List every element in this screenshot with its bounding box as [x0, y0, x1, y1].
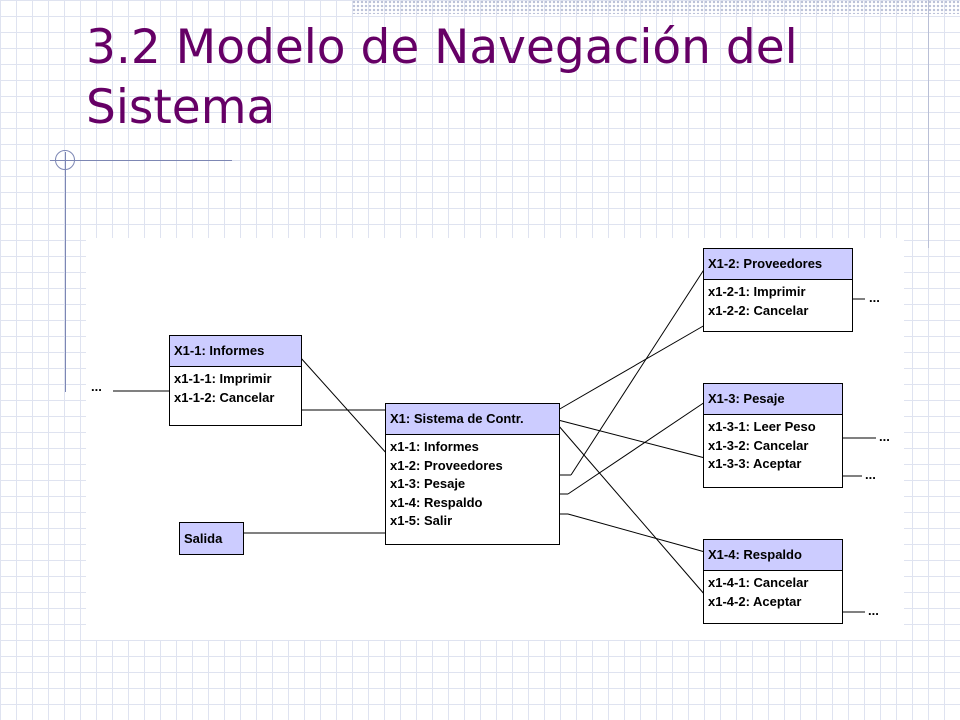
node-salida: Salida: [179, 522, 244, 555]
link-sistema-to-x1-3-2: [557, 419, 706, 459]
slide-title-line-2: Sistema: [86, 80, 276, 135]
node-proveedores: X1-2: Proveedores x1-2-1: Imprimir x1-2-…: [703, 248, 853, 332]
link-proveedores-to-x1-2-head: [570, 267, 706, 476]
decorative-right-line: [928, 0, 929, 248]
node-sistema-item-1: x1-1: Informes: [390, 439, 479, 454]
link-sistema-to-x1-2-2: [557, 324, 706, 411]
decorative-vertical-line: [65, 152, 66, 392]
node-respaldo: X1-4: Respaldo x1-4-1: Cancelar x1-4-2: …: [703, 539, 843, 624]
node-informes-item-2: x1-1-2: Cancelar: [174, 389, 275, 405]
node-pesaje-title: X1-3: Pesaje: [704, 384, 842, 415]
slide-title-line-1: 3.2 Modelo de Navegación del: [86, 20, 798, 75]
node-pesaje-item-3: x1-3-3: Aceptar: [708, 456, 802, 471]
node-pesaje-item-2: x1-3-2: Cancelar: [708, 437, 809, 453]
node-sistema-item-4: x1-4: Respaldo: [390, 494, 483, 510]
node-sistema-item-2: x1-2: Proveedores: [390, 457, 503, 473]
node-informes: X1-1: Informes x1-1-1: Imprimir x1-1-2: …: [169, 335, 302, 426]
node-proveedores-title: X1-2: Proveedores: [704, 249, 852, 280]
link-pesaje-to-x1-3-head: [567, 401, 706, 495]
node-respaldo-item-2: x1-4-2: Aceptar: [708, 593, 802, 609]
decorative-ring: [55, 150, 75, 170]
node-sistema-title: X1: Sistema de Contr.: [386, 404, 559, 435]
node-proveedores-item-1: x1-2-1: Imprimir: [708, 284, 806, 299]
node-sistema: X1: Sistema de Contr. x1-1: Informes x1-…: [385, 403, 560, 545]
node-informes-title: X1-1: Informes: [170, 336, 301, 367]
link-sistema-to-x1-4-1: [557, 424, 706, 596]
ellipsis-x1-3-3: ...: [865, 467, 876, 482]
node-respaldo-item-1: x1-4-1: Cancelar: [708, 575, 809, 590]
node-sistema-item-5: x1-5: Salir: [390, 513, 453, 528]
ellipsis-x1-3-1: ...: [879, 429, 890, 444]
ellipsis-external-informes: ...: [91, 379, 102, 394]
ellipsis-x1-2-1: ...: [869, 290, 880, 305]
node-respaldo-title: X1-4: Respaldo: [704, 540, 842, 571]
link-informes-item-to-informes: [299, 356, 389, 456]
link-respaldo-to-x1-4-head: [567, 513, 706, 553]
slide-title: 3.2 Modelo de Navegación del Sistema: [86, 18, 906, 138]
node-sistema-item-3: x1-3: Pesaje: [390, 476, 466, 491]
node-salida-title: Salida: [180, 523, 243, 554]
decorative-horizontal-line: [50, 160, 232, 161]
node-proveedores-item-2: x1-2-2: Cancelar: [708, 302, 809, 318]
decorative-dot-band: [352, 0, 960, 14]
node-pesaje-item-1: x1-3-1: Leer Peso: [708, 419, 816, 434]
ellipsis-x1-4-2: ...: [868, 603, 879, 618]
node-informes-item-1: x1-1-1: Imprimir: [174, 371, 272, 386]
node-pesaje: X1-3: Pesaje x1-3-1: Leer Peso x1-3-2: C…: [703, 383, 843, 488]
